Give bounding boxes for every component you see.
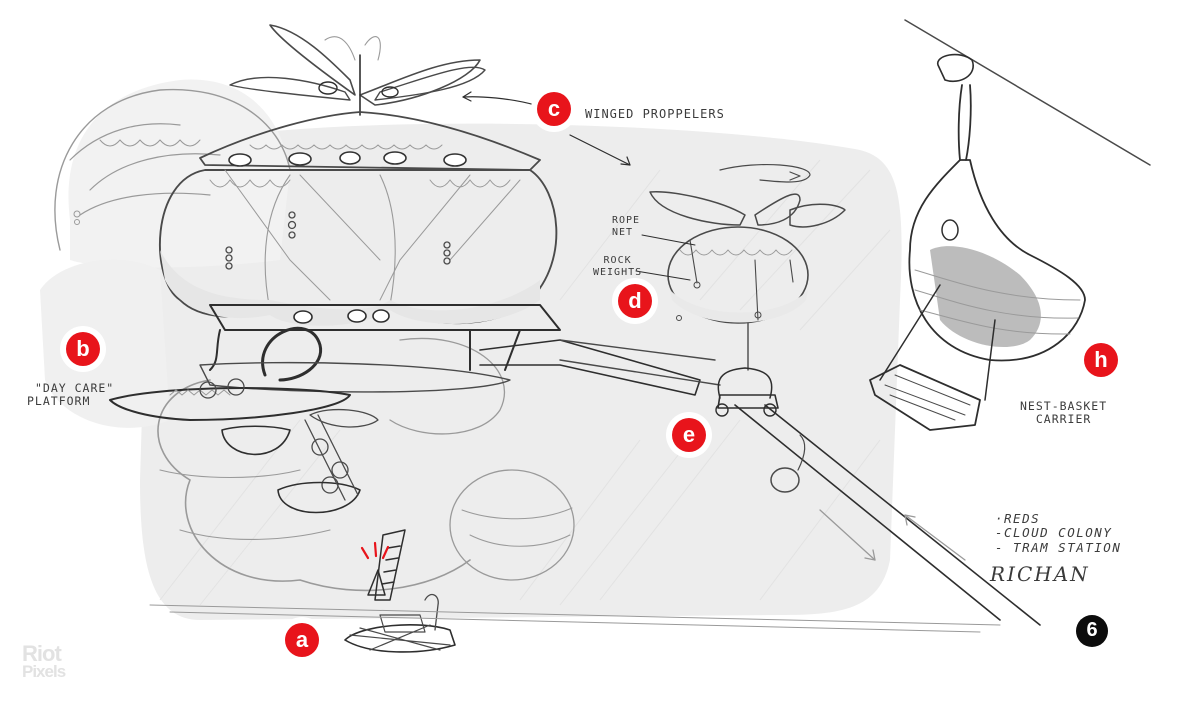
artist-signature: RICHAN [990,562,1090,586]
landing-dock-sketch [344,529,456,653]
watermark-logo: Riot Pixels [22,641,66,681]
label-day-care-line1: "DAY CARE" [35,381,115,395]
nest-basket-carrier-sketch [869,19,1151,431]
callout-marker-a: a [285,623,319,657]
notes-line-3: - TRAM STATION [995,539,1122,555]
label-rock-weights-line1: ROCK [603,255,632,266]
notes-line-1: ·REDS [995,511,1041,526]
watermark-line2: Pixels [22,662,66,681]
day-care-platform-sketch [109,378,379,514]
small-balloon-sketch [649,163,846,417]
background-wash [40,79,902,621]
label-nest-basket-carrier: NEST-BASKET CARRIER [1020,399,1108,427]
ghost-balloon-left [54,88,291,251]
label-rock-weights-line2: WEIGHTS [593,266,643,278]
label-rope-net-line1: ROPE [612,215,641,226]
callout-leader-lines [462,91,696,281]
callout-marker-c: c [537,92,571,126]
callout-marker-d: d [618,284,652,318]
main-airship-balloon [158,24,721,396]
label-day-care-line2: PLATFORM [27,394,91,409]
artist-notes: ·REDS -CLOUD COLONY - TRAM STATION [995,511,1122,555]
label-rope-net: ROPE NET [612,215,640,238]
callout-marker-b: b [66,332,100,366]
label-nest-basket-line1: NEST-BASKET [1020,399,1108,413]
callout-marker-h: h [1084,343,1118,377]
label-rope-net-line2: NET [612,226,634,238]
label-rock-weights: ROCK WEIGHTS [593,255,642,278]
tram-cables-sketch [149,404,1041,633]
label-nest-basket-line2: CARRIER [1035,412,1092,427]
page-number-badge: 6 [1076,615,1108,647]
callout-marker-e: e [672,418,706,452]
notes-line-2: -CLOUD COLONY [995,525,1113,541]
label-day-care-platform: "DAY CARE" PLATFORM [27,381,115,409]
cloud-base [157,337,575,592]
watermark-line1: Riot [22,641,62,666]
label-winged-propellers: WINGED PROPPELERS [585,107,725,121]
